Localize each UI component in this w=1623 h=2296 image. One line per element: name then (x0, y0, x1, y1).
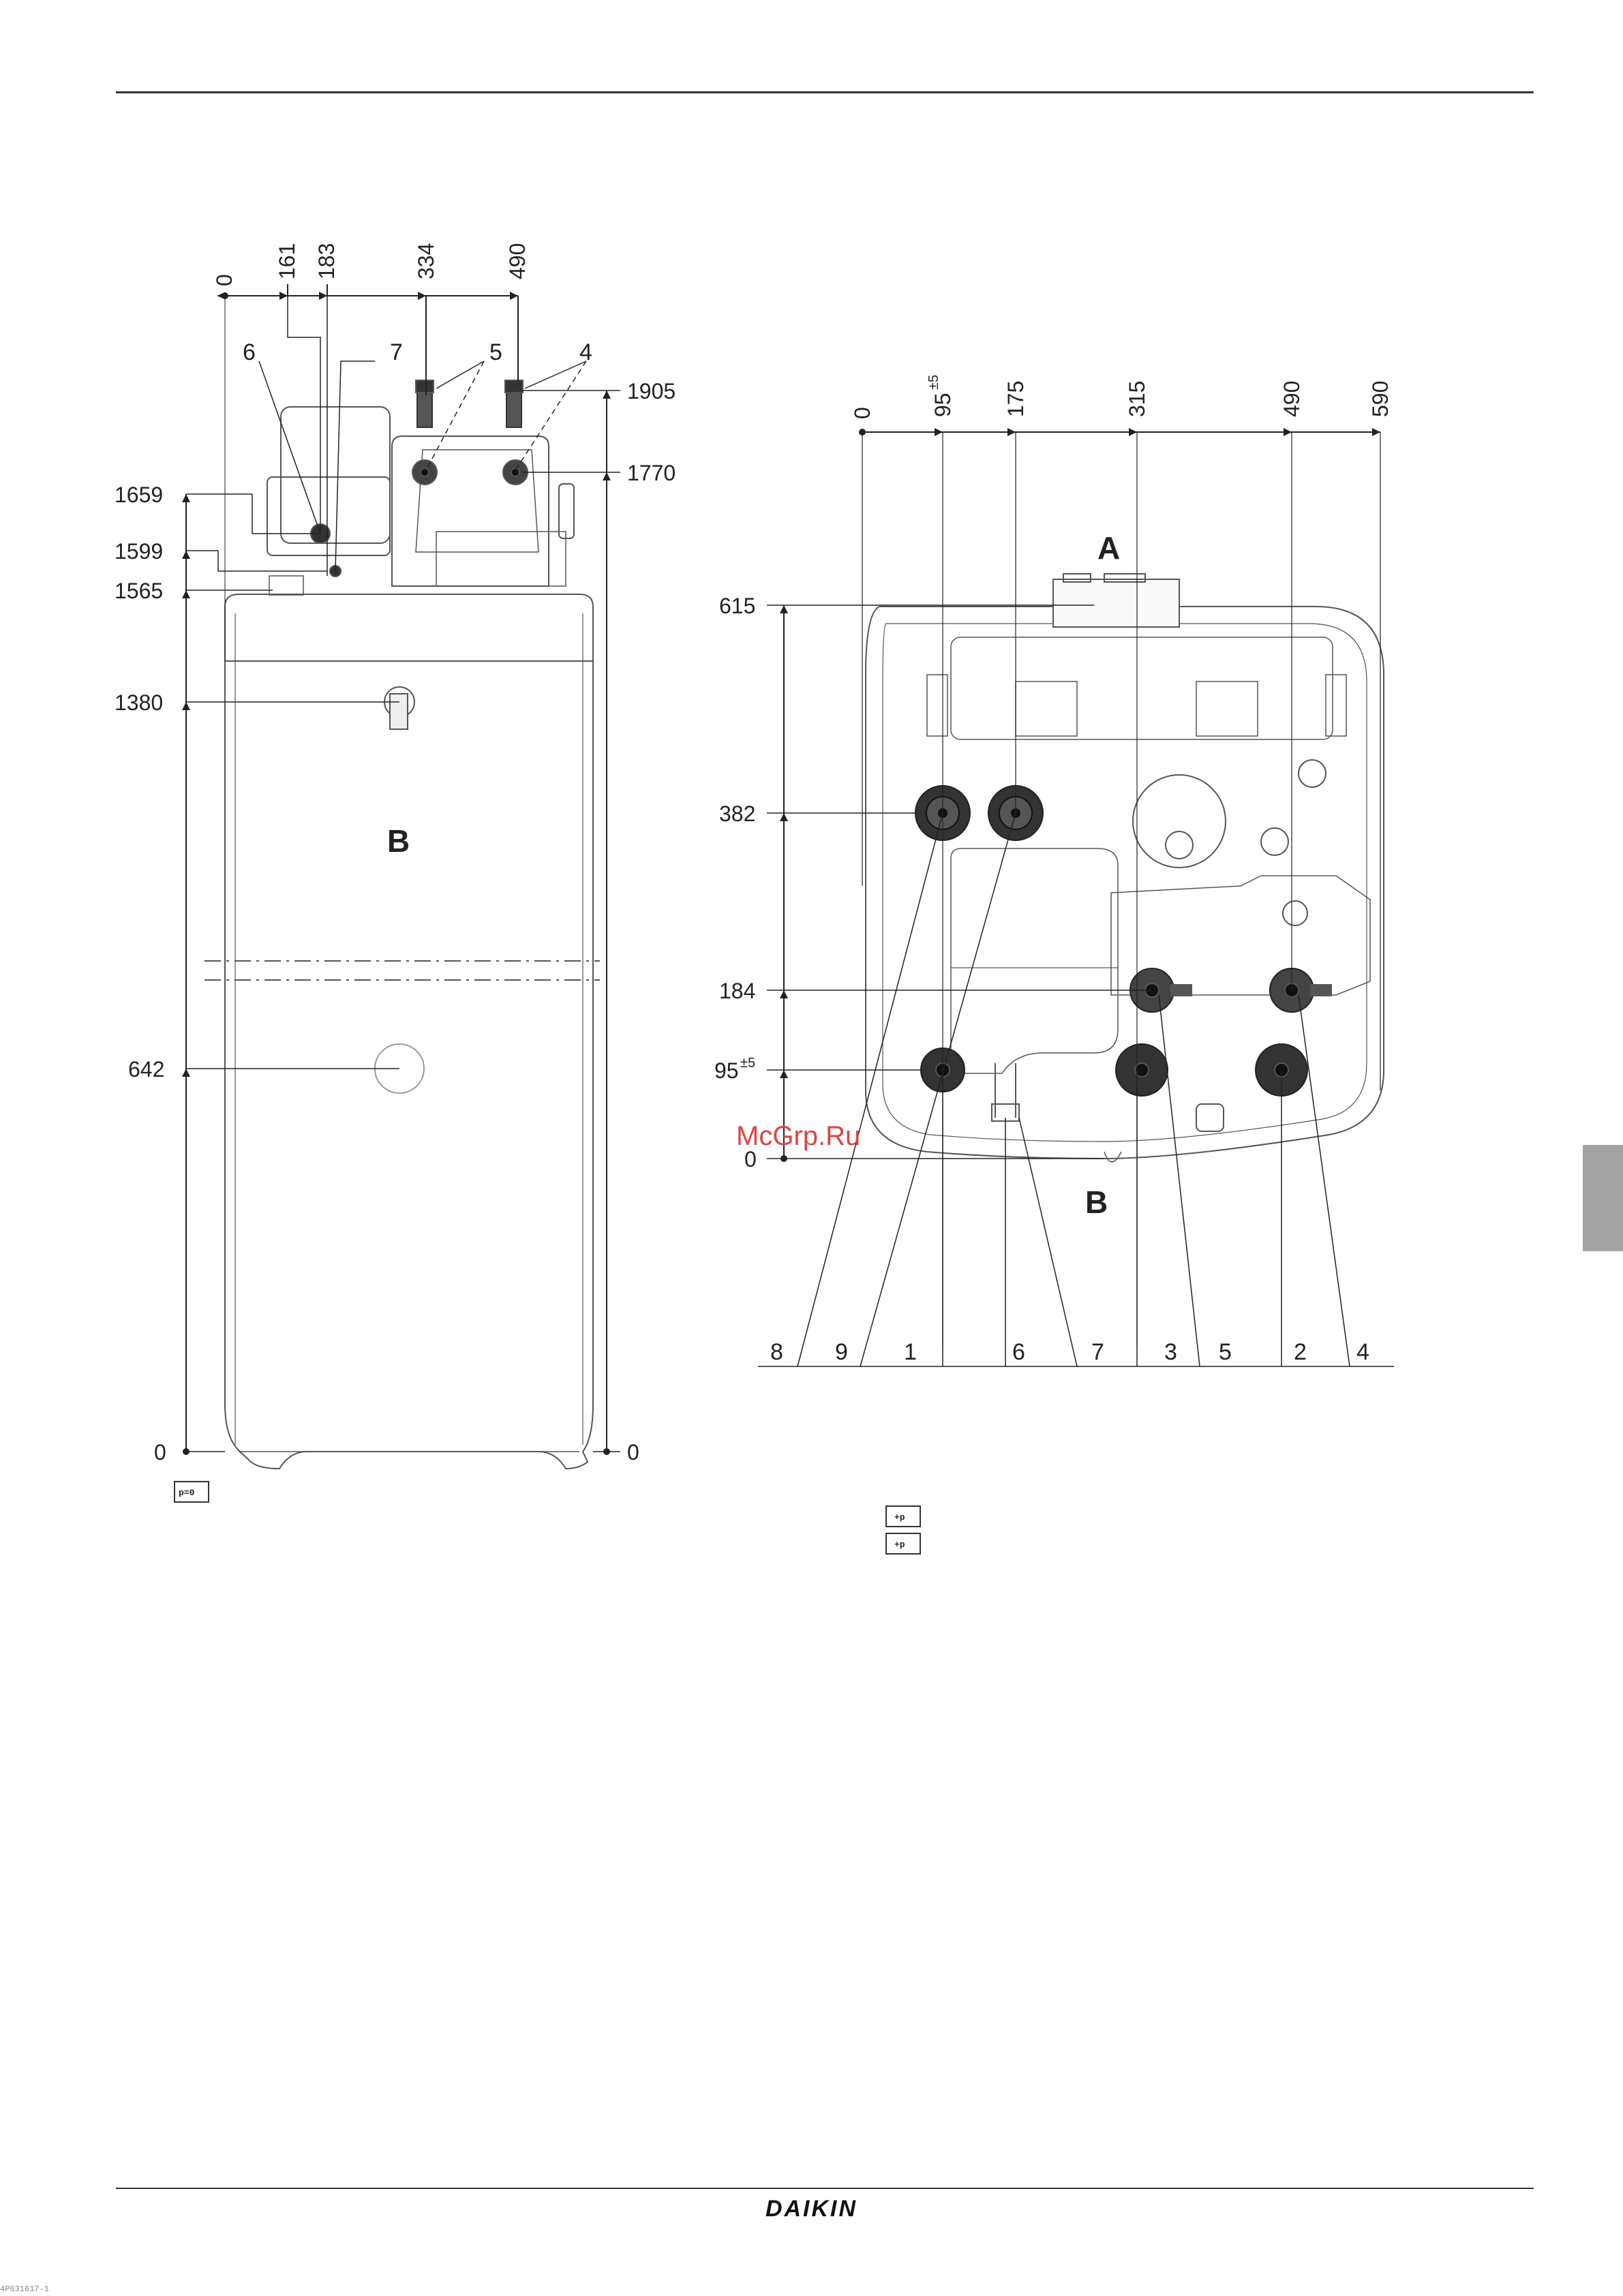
pressure-zero-icon-text: p=0 (179, 1488, 195, 1498)
side-right-dim-1770: 1770 (627, 461, 676, 485)
watermark: McGrp.Ru (736, 1121, 860, 1152)
pressure-zero-icon: p=0 (175, 1482, 209, 1502)
side-label-b: B (387, 823, 410, 859)
side-top-dim-161: 161 (275, 243, 299, 279)
side-left-dim-1380: 1380 (115, 690, 163, 715)
top-label-a: A (1097, 530, 1120, 566)
side-left-dim-642: 642 (128, 1057, 164, 1082)
side-left-dim-0: 0 (154, 1440, 166, 1465)
side-right-dim-0: 0 (627, 1440, 639, 1465)
footer-code: 4P631617-1 (0, 2284, 49, 2294)
top-dim-0: 0 (850, 407, 875, 419)
side-top-dim-334: 334 (414, 243, 438, 279)
tank-cap (225, 594, 593, 661)
top-callout-2: 2 (1294, 1339, 1307, 1365)
side-top-dim-183: 183 (314, 243, 339, 279)
top-callout-3: 3 (1164, 1339, 1177, 1365)
pressure-plus-icon-1-text: +p (894, 1512, 905, 1522)
top-dim-590: 590 (1368, 381, 1393, 417)
side-left-dim-1599: 1599 (115, 539, 163, 564)
side-callout-4: 4 (579, 339, 592, 365)
top-dim-175: 175 (1003, 381, 1028, 417)
side-callout-7: 7 (390, 339, 403, 365)
top-left-dim-615: 615 (719, 594, 755, 618)
top-callout-4: 4 (1356, 1339, 1369, 1365)
hydro-module-left (281, 407, 390, 543)
top-dim-95-tolerance: ±5 (926, 375, 941, 390)
side-view-dimensions (182, 284, 620, 1455)
side-callout-6: 6 (243, 339, 256, 365)
expansion-vessel (1133, 775, 1226, 868)
top-dim-95: 95 (930, 393, 955, 417)
hydro-module-right (392, 436, 549, 586)
side-left-dim-1565: 1565 (115, 579, 163, 603)
side-view (204, 380, 600, 1469)
top-callout-9: 9 (835, 1339, 848, 1365)
top-callout-7: 7 (1091, 1339, 1104, 1365)
tank-body (225, 661, 593, 1469)
side-top-dim-490: 490 (505, 243, 530, 279)
top-label-b: B (1085, 1184, 1108, 1220)
side-view-labels: 0 161 183 334 490 1659 1599 1565 1380 64… (115, 243, 676, 1465)
top-view (866, 574, 1384, 1162)
top-callout-5: 5 (1219, 1339, 1232, 1365)
pressure-plus-icons: +p +p (886, 1506, 920, 1554)
side-top-dim-0: 0 (212, 274, 237, 286)
top-callout-8: 8 (770, 1339, 783, 1365)
bottom-rule (116, 2188, 1534, 2189)
top-view-dimensions (758, 428, 1394, 1366)
top-left-dim-184: 184 (719, 979, 755, 1003)
top-dim-490: 490 (1279, 381, 1304, 417)
side-left-dim-1659: 1659 (115, 483, 163, 507)
pressure-plus-icon-2-text: +p (894, 1540, 905, 1550)
top-callout-6: 6 (1012, 1339, 1025, 1365)
top-left-dim-95-tolerance: ±5 (740, 1056, 755, 1071)
top-dim-315: 315 (1125, 381, 1149, 417)
top-callout-1: 1 (904, 1339, 917, 1365)
section-tab (1583, 1145, 1623, 1251)
side-callout-5: 5 (489, 339, 502, 365)
top-connector (1053, 579, 1179, 627)
top-left-dim-95: 95 (714, 1058, 739, 1083)
side-right-dim-1905: 1905 (627, 379, 676, 403)
daikin-logo: DAIKIN (0, 2196, 1623, 2222)
top-view-labels: 0 95 ±5 175 315 490 590 615 382 184 95 ±… (714, 375, 1393, 1365)
top-left-dim-382: 382 (719, 801, 755, 826)
tank-outline (951, 848, 1118, 1073)
